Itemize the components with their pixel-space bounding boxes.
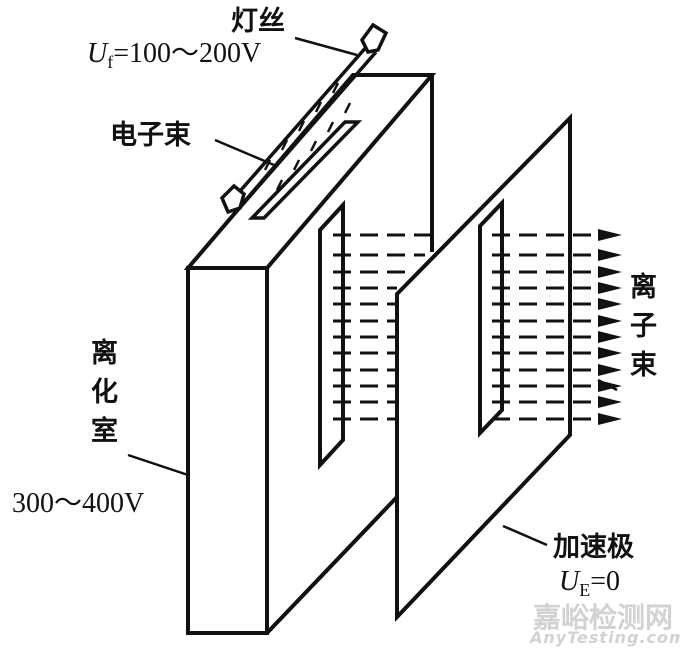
accelerator-voltage-subscript: E bbox=[579, 580, 591, 600]
electron-beam-label: 电子束 bbox=[110, 120, 191, 151]
accelerator-voltage-label: UE=0 bbox=[559, 566, 621, 600]
filament-voltage-subscript: f bbox=[107, 52, 114, 72]
accelerator-voltage-symbol: U bbox=[559, 566, 580, 597]
chamber-voltage-label: 300～400V bbox=[12, 488, 145, 519]
watermark-cn: 嘉峪检测网 bbox=[533, 601, 674, 634]
ion-beam-label: 离子束 bbox=[625, 272, 656, 389]
filament-label: 灯丝 bbox=[231, 6, 285, 37]
filament-voltage-value: =100～200V bbox=[113, 38, 262, 69]
accelerator-label: 加速极 bbox=[553, 532, 634, 563]
electron-beam-lines bbox=[263, 82, 352, 191]
ion-beam-arrowheads bbox=[598, 229, 622, 425]
filament-voltage-symbol: U bbox=[87, 38, 108, 69]
ion-beam-inner-lines bbox=[333, 233, 432, 421]
watermark-en: AnyTesting.com bbox=[530, 628, 680, 647]
ionization-chamber-label: 离化室 bbox=[86, 338, 117, 455]
accelerator-voltage-value: =0 bbox=[590, 566, 621, 597]
accelerator-plate-shape bbox=[395, 113, 572, 623]
filament-shape bbox=[219, 22, 389, 215]
filament-voltage-label: Uf=100～200V bbox=[87, 38, 262, 72]
ion-beam-outer-lines bbox=[492, 233, 598, 421]
